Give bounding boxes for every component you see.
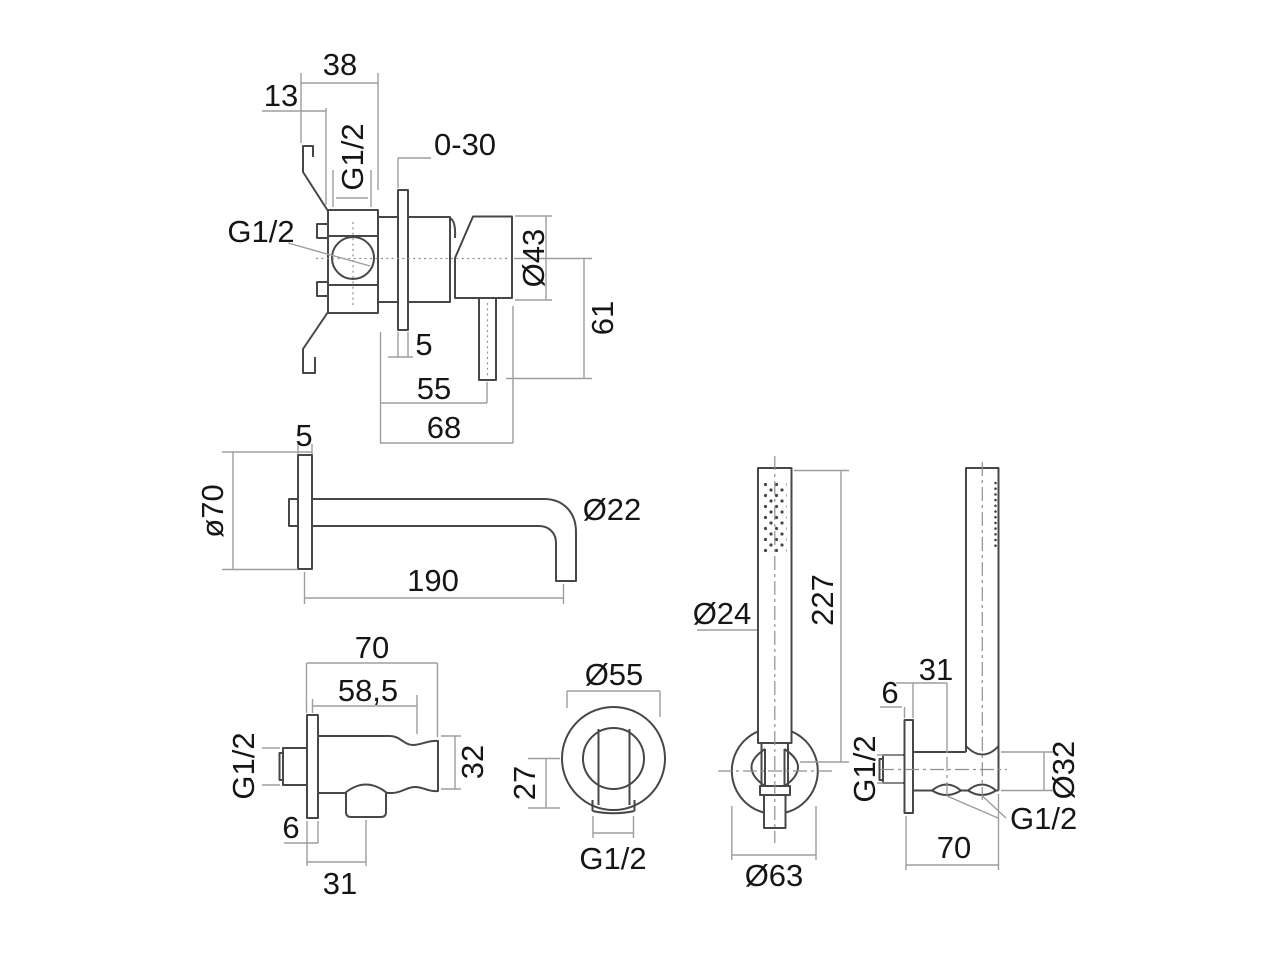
- dim-label-dia55: Ø55: [585, 657, 644, 692]
- view-spout-side: 5 ø70 190 Ø22: [195, 418, 641, 604]
- dimension-lines: [222, 444, 565, 604]
- centerlines: [880, 462, 1007, 800]
- thread-label-g12-outlets: G1/2: [1010, 801, 1077, 836]
- holder-body: [317, 735, 439, 794]
- cartridge-cylinder: [377, 216, 451, 303]
- handle: [454, 215, 513, 299]
- escutcheon-outer-ring: [561, 706, 666, 811]
- connector-nut: [591, 800, 636, 815]
- dim-label-32: 32: [455, 745, 490, 779]
- dim-label-dia32: Ø32: [1046, 741, 1081, 800]
- handle-rod: [478, 297, 497, 381]
- thread-label-g12: G1/2: [579, 841, 646, 876]
- view-escutcheon-front: Ø55 27 G1/2: [507, 657, 666, 876]
- mounting-bracket-bottom: [302, 311, 329, 374]
- body-notch-top: [316, 223, 329, 239]
- thread-label-g12-left: G1/2: [227, 214, 294, 249]
- spout-inlet-nipple: [288, 498, 299, 527]
- dim-label-55: 55: [417, 371, 451, 406]
- dim-label-68: 68: [427, 410, 461, 445]
- holder-clip-left: [750, 748, 766, 787]
- trim-plate: [397, 189, 409, 331]
- inlet-port-circle: [331, 236, 375, 280]
- dimension-lines: [697, 469, 849, 860]
- dim-label-58-5: 58,5: [338, 673, 398, 708]
- view-mixer-side: 38 13 G1/2 0-30 G1/2 Ø43 61 5 55 68: [227, 47, 620, 445]
- view-handshower-side: 31 6 G1/2 Ø32 G1/2 70: [847, 462, 1081, 870]
- dim-label-27: 27: [507, 766, 542, 800]
- inlet-nipple: [282, 747, 308, 786]
- centerlines: [718, 456, 832, 843]
- dim-label-5-plate: 5: [415, 327, 432, 362]
- dimension-lines: [528, 690, 661, 838]
- escutcheon-inner-ring: [582, 727, 645, 790]
- hose-outlet-port: [345, 793, 387, 818]
- mounting-bracket-top: [302, 145, 329, 212]
- dim-label-70: 70: [937, 830, 971, 865]
- dim-label-190: 190: [407, 563, 459, 598]
- holder-clip-right: [783, 748, 799, 787]
- dimension-lines: [262, 662, 461, 866]
- dimension-lines: [877, 682, 1053, 870]
- dim-label-dia22: Ø22: [583, 492, 642, 527]
- dim-label-31: 31: [919, 652, 953, 687]
- centerlines: [316, 222, 509, 377]
- dim-label-6: 6: [881, 675, 898, 710]
- dimension-lines: [262, 73, 592, 444]
- dim-label-dia43: Ø43: [516, 229, 551, 288]
- through-tube: [597, 729, 631, 805]
- handle-fillet: [449, 217, 457, 239]
- spout-tube: [311, 498, 577, 582]
- dim-label-5-flange: 5: [295, 418, 312, 453]
- dim-label-dia24: Ø24: [693, 596, 752, 631]
- thread-label-g12-inlet: G1/2: [847, 735, 882, 802]
- leader-lines-g12: [946, 795, 1007, 819]
- leader-line-g12: [287, 242, 371, 267]
- dim-label-dia63: Ø63: [745, 858, 804, 893]
- wall-plate: [903, 719, 914, 814]
- dim-label-227: 227: [805, 574, 840, 626]
- dim-label-6: 6: [282, 810, 299, 845]
- dim-label-0-30: 0-30: [434, 127, 496, 162]
- view-handshower-front: Ø24 227 Ø63: [693, 456, 849, 893]
- elbow-body: [913, 751, 999, 792]
- dim-label-dia70: ø70: [195, 484, 230, 537]
- body-notch-bottom: [316, 281, 329, 297]
- spout-wall-flange: [297, 454, 313, 570]
- dim-label-13: 13: [264, 78, 298, 113]
- dim-label-31: 31: [323, 866, 357, 901]
- thread-label-g12-top: G1/2: [335, 123, 370, 190]
- dim-label-61: 61: [585, 301, 620, 335]
- wall-plate: [306, 714, 319, 819]
- view-holder-side: 70 58,5 G1/2 32 6 31: [226, 630, 490, 901]
- dim-label-70: 70: [355, 630, 389, 665]
- thread-label-g12: G1/2: [226, 732, 261, 799]
- dim-label-38: 38: [323, 47, 357, 82]
